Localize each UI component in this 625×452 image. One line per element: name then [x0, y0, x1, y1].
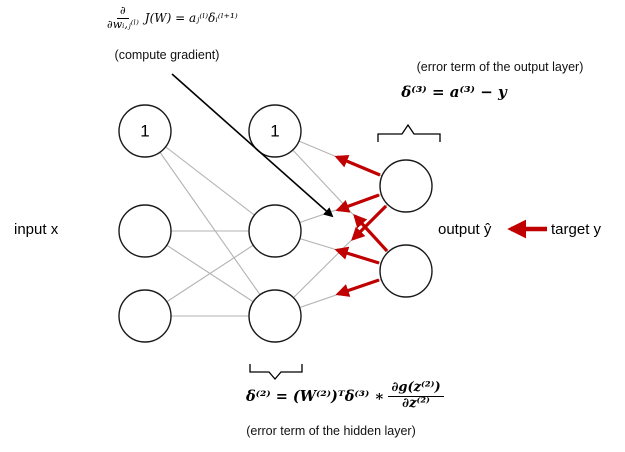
input-label: input x [14, 221, 59, 238]
output-error-caption: (error term of the output layer) [416, 60, 584, 74]
hidden-node [248, 289, 302, 343]
hidden-bias-label: 1 [270, 122, 279, 141]
output-label: output ŷ [438, 221, 492, 238]
output-error-formula: δ⁽³⁾ = a⁽³⁾ − y [401, 83, 507, 101]
output-layer-brace [377, 123, 441, 142]
input-node [118, 204, 172, 258]
target-label: target y [551, 221, 602, 238]
connection-line [144, 130, 276, 232]
hidden-error-formula-lhs: δ⁽²⁾ = (W⁽²⁾)ᵀδ⁽³⁾ ∗ [246, 387, 385, 405]
gradient-formula-rhs: J(W) = aⱼ⁽ˡ⁾δᵢ⁽ˡ⁺¹⁾ [144, 11, 238, 26]
hidden-error-fraction-denominator: ∂z⁽²⁾ [402, 395, 430, 411]
backprop-arrow [335, 193, 380, 213]
output-node [379, 159, 433, 213]
hidden-error-fraction-numerator: ∂g(z⁽²⁾) [388, 380, 444, 397]
hidden-error-fraction: ∂g(z⁽²⁾) ∂z⁽²⁾ [388, 380, 444, 412]
backprop-arrow [351, 204, 388, 241]
connection-line [144, 130, 276, 317]
gradient-fraction-numerator: ∂ [117, 4, 129, 19]
gradient-pointer-arrow [171, 73, 334, 218]
gradient-formula: ∂ ∂wᵢ,ⱼ⁽ˡ⁾ J(W) = aⱼ⁽ˡ⁾δᵢ⁽ˡ⁺¹⁾ [104, 4, 238, 31]
output-node [379, 244, 433, 298]
backprop-arrow [353, 214, 389, 253]
input-bias-node [118, 104, 172, 158]
backprop-error-arrows [334, 154, 389, 297]
backprop-arrow [335, 278, 380, 297]
backprop-arrow [334, 246, 380, 265]
gradient-fraction: ∂ ∂wᵢ,ⱼ⁽ˡ⁾ [104, 4, 142, 31]
compute-gradient-caption: (compute gradient) [114, 48, 220, 62]
input-node [118, 289, 172, 343]
backprop-arrow [334, 154, 381, 177]
gradient-fraction-denominator: ∂wᵢ,ⱼ⁽ˡ⁾ [107, 17, 139, 31]
hidden-bias-node [248, 104, 302, 158]
hidden-layer-brace [249, 364, 303, 380]
hidden-error-caption: (error term of the hidden layer) [246, 424, 416, 438]
input-bias-label: 1 [140, 122, 149, 141]
network-nodes: 1 1 [118, 104, 433, 343]
hidden-error-formula: δ⁽²⁾ = (W⁽²⁾)ᵀδ⁽³⁾ ∗ ∂g(z⁽²⁾) ∂z⁽²⁾ [246, 380, 444, 412]
hidden-node [248, 204, 302, 258]
